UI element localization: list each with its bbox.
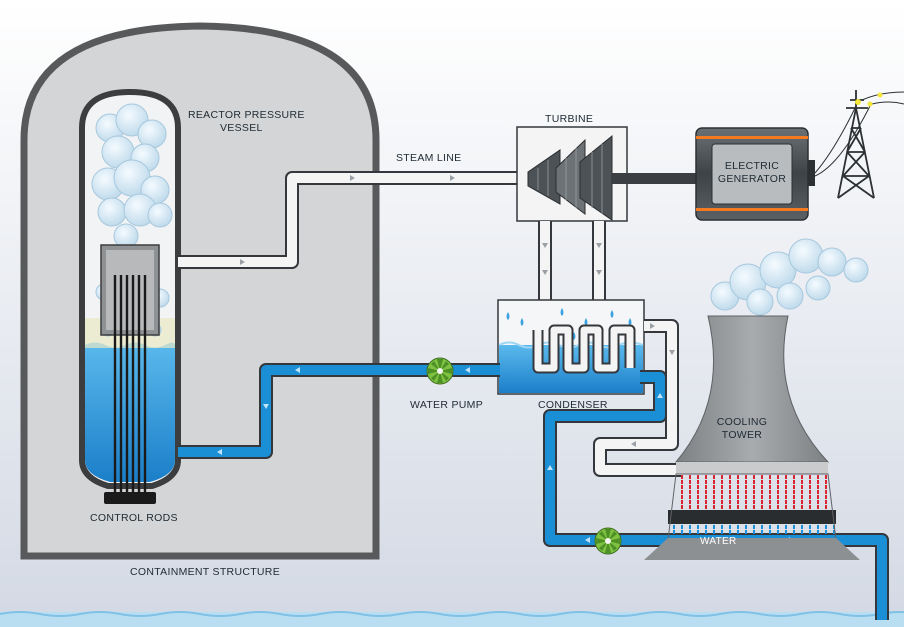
control-rods-label: CONTROL RODS xyxy=(90,512,178,524)
electric-generator xyxy=(695,127,815,221)
water-pump-label: WATER PUMP xyxy=(410,399,483,411)
control-rod-drive xyxy=(104,492,156,504)
turbine-label: TURBINE xyxy=(545,113,594,125)
containment-structure xyxy=(20,22,380,560)
cooling-tower-label-line2: TOWER xyxy=(721,429,763,441)
water-pump-icon xyxy=(426,357,454,385)
turbine-shaft xyxy=(612,173,696,184)
control-rods xyxy=(113,275,147,492)
cooling-tower xyxy=(644,315,860,560)
steam-line-label: STEAM LINE xyxy=(396,152,462,164)
power-lines xyxy=(814,91,904,177)
steam-cloud-icon xyxy=(91,103,173,337)
steam-line-flow-arrows xyxy=(240,175,455,265)
generator-label-line2: GENERATOR xyxy=(717,173,787,185)
reactor-vessel-label-line2: VESSEL xyxy=(220,122,263,134)
power-glow xyxy=(855,92,883,107)
cooling-water-pump-icon xyxy=(594,527,622,555)
generator-label-line1: ELECTRIC xyxy=(724,160,780,172)
cooling-tower-label-line1: COOLING xyxy=(716,416,768,428)
river xyxy=(0,611,904,627)
feedwater-flow-arrows xyxy=(217,367,470,455)
containment-structure-label: CONTAINMENT STRUCTURE xyxy=(130,566,280,578)
reactor-vessel-label-line1: REACTOR PRESSURE xyxy=(188,109,305,121)
fuel-assembly xyxy=(100,244,160,336)
condenser xyxy=(497,299,645,395)
condenser-label: CONDENSER xyxy=(538,399,608,411)
water-label: WATER xyxy=(700,536,737,547)
transmission-tower-icon xyxy=(837,90,875,199)
tower-steam-cloud-icon xyxy=(710,238,869,316)
turbine-icon xyxy=(527,134,613,221)
